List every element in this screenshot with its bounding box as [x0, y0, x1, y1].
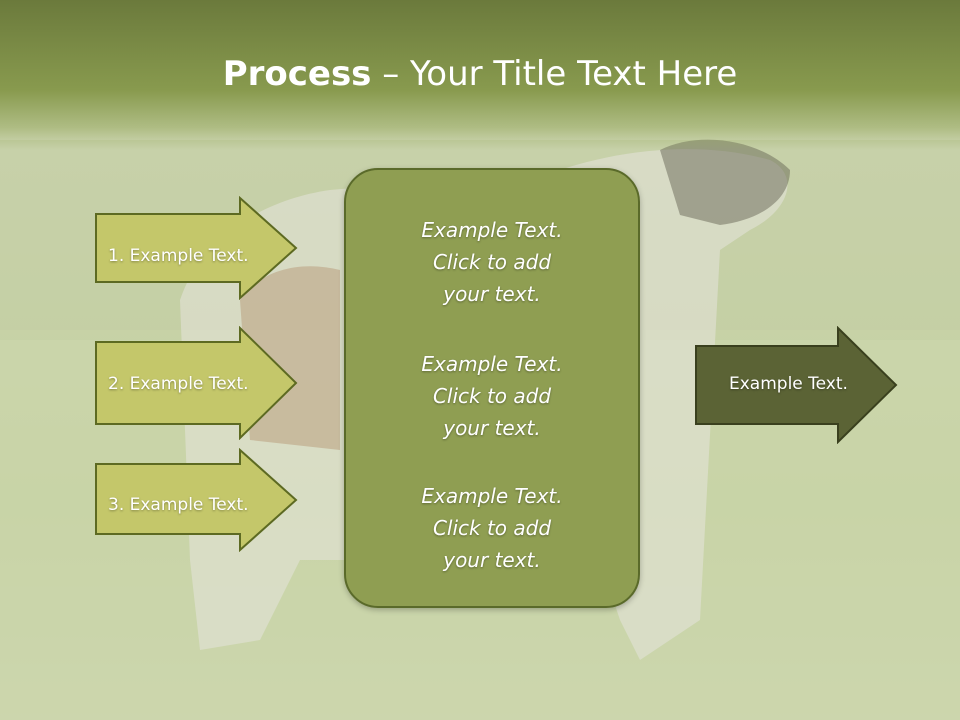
paragraph-line: Click to add [432, 250, 552, 274]
paragraph-line: Example Text. [421, 218, 563, 242]
paragraph-line: your text. [443, 416, 541, 440]
paragraph-line: Example Text. [421, 484, 563, 508]
paragraph-line: Click to add [432, 516, 552, 540]
center-paragraph-2: Example Text. Click to add your text. [346, 348, 638, 444]
paragraph-line: Click to add [432, 384, 552, 408]
left-arrow-3-label: 3. Example Text. [108, 495, 249, 515]
left-arrow-1-label: 1. Example Text. [108, 246, 249, 266]
right-arrow-label: Example Text. [729, 374, 848, 394]
paragraph-line: your text. [443, 548, 541, 572]
title-bold: Process [222, 54, 372, 94]
left-arrow-2-label: 2. Example Text. [108, 374, 249, 394]
left-arrow-3[interactable] [94, 448, 300, 552]
center-paragraph-1: Example Text. Click to add your text. [346, 214, 638, 310]
center-paragraph-3: Example Text. Click to add your text. [346, 480, 638, 576]
title-rest: – Your Title Text Here [371, 54, 738, 94]
right-arrow[interactable] [694, 326, 900, 444]
center-text-box[interactable]: Example Text. Click to add your text. Ex… [344, 168, 640, 608]
left-arrow-1[interactable] [94, 196, 300, 300]
left-arrow-2[interactable] [94, 326, 300, 440]
title-band [0, 0, 960, 150]
paragraph-line: Example Text. [421, 352, 563, 376]
paragraph-line: your text. [443, 282, 541, 306]
slide-title[interactable]: Process – Your Title Text Here [0, 52, 960, 96]
